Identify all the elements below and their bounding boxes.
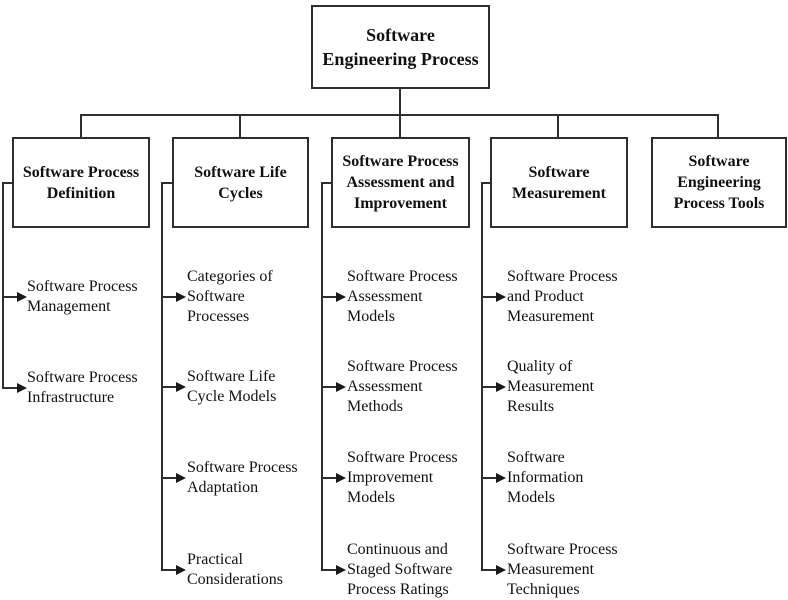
arrow-line bbox=[321, 477, 337, 479]
branch-node-label: Software Process Assessment and Improvem… bbox=[342, 153, 459, 212]
branch-node-software-engineering-process-tools: Software Engineering Process Tools bbox=[651, 137, 787, 228]
column-3-rail bbox=[321, 182, 323, 571]
arrowhead-icon bbox=[336, 565, 346, 575]
column-4-stub bbox=[481, 182, 491, 184]
leaf-topic: Software Process Assessment Models bbox=[347, 268, 458, 325]
leaf-topic: Software Process Measurement Techniques bbox=[507, 541, 618, 598]
arrow-line bbox=[481, 569, 497, 571]
branch-node-label: Software Engineering Process Tools bbox=[673, 153, 765, 212]
arrowhead-icon bbox=[17, 383, 27, 393]
leaf-topic: Practical Considerations bbox=[187, 551, 283, 588]
arrow-line bbox=[481, 296, 497, 298]
arrowhead-icon bbox=[176, 382, 186, 392]
arrowhead-icon bbox=[176, 565, 186, 575]
arrow-line bbox=[2, 296, 18, 298]
leaf-topic: Software Process Improvement Models bbox=[347, 449, 458, 506]
column-1-rail bbox=[2, 182, 4, 389]
root-node-label: Software Engineering Process bbox=[322, 25, 479, 69]
arrow-line bbox=[321, 296, 337, 298]
leaf-topic: Software Process Infrastructure bbox=[27, 369, 138, 406]
column-2-stub bbox=[161, 182, 173, 184]
arrowhead-icon bbox=[336, 292, 346, 302]
arrowhead-icon bbox=[336, 473, 346, 483]
arrowhead-icon bbox=[336, 382, 346, 392]
branch-node-software-measurement: Software Measurement bbox=[490, 137, 628, 228]
leaf-topic: Quality of Measurement Results bbox=[507, 358, 595, 415]
leaf-topic: Software Information Models bbox=[507, 449, 584, 506]
leaf-topic: Continuous and Staged Software Process R… bbox=[347, 541, 453, 598]
leaf-topic: Categories of Software Processes bbox=[187, 268, 273, 325]
arrow-line bbox=[161, 296, 177, 298]
column-3-stub bbox=[321, 182, 332, 184]
arrow-line bbox=[321, 569, 337, 571]
leaf-topic: Software Life Cycle Models bbox=[187, 368, 277, 405]
arrow-line bbox=[481, 386, 497, 388]
column-2-rail bbox=[161, 182, 163, 571]
branch-node-software-process-definition: Software Process Definition bbox=[12, 137, 150, 228]
leaf-topic: Software Process and Product Measurement bbox=[507, 268, 618, 325]
connector-drop-branch-5 bbox=[717, 114, 719, 138]
arrowhead-icon bbox=[17, 292, 27, 302]
arrow-line bbox=[161, 386, 177, 388]
arrow-line bbox=[481, 477, 497, 479]
branch-node-label: Software Life Cycles bbox=[194, 163, 287, 202]
arrowhead-icon bbox=[176, 292, 186, 302]
connector-root-stem bbox=[399, 89, 401, 115]
leaf-topic: Software Process Management bbox=[27, 278, 138, 315]
arrowhead-icon bbox=[176, 473, 186, 483]
arrowhead-icon bbox=[496, 382, 506, 392]
arrowhead-icon bbox=[496, 473, 506, 483]
arrow-line bbox=[161, 477, 177, 479]
branch-node-label: Software Measurement bbox=[512, 163, 606, 202]
leaf-topic: Software Process Assessment Methods bbox=[347, 358, 458, 415]
arrow-line bbox=[161, 569, 177, 571]
connector-drop-branch-4 bbox=[557, 114, 559, 138]
column-1-stub bbox=[2, 182, 13, 184]
connector-drop-branch-1 bbox=[80, 114, 82, 138]
branch-node-software-process-assessment-and-improvement: Software Process Assessment and Improvem… bbox=[331, 137, 470, 228]
arrowhead-icon bbox=[496, 292, 506, 302]
column-4-rail bbox=[481, 182, 483, 571]
connector-drop-branch-3 bbox=[399, 114, 401, 138]
connector-drop-branch-2 bbox=[239, 114, 241, 138]
arrow-line bbox=[321, 386, 337, 388]
arrowhead-icon bbox=[496, 565, 506, 575]
root-node-software-engineering-process: Software Engineering Process bbox=[311, 5, 490, 89]
leaf-topic: Software Process Adaptation bbox=[187, 459, 298, 496]
branch-node-label: Software Process Definition bbox=[22, 163, 140, 202]
branch-node-software-life-cycles: Software Life Cycles bbox=[172, 137, 309, 228]
arrow-line bbox=[2, 387, 18, 389]
